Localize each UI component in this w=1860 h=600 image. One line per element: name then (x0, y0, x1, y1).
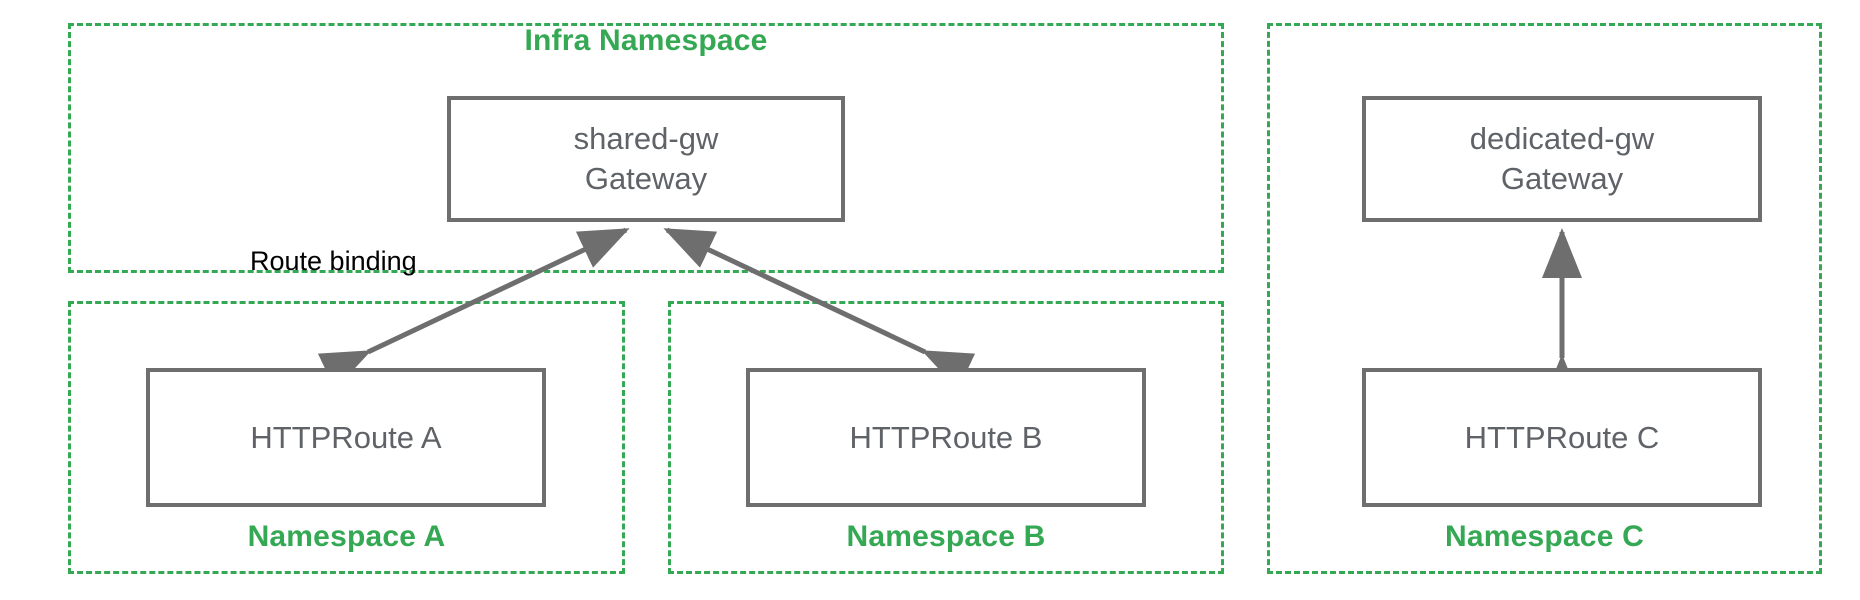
node-dedicated-gw-line1: dedicated-gw (1469, 121, 1655, 157)
namespace-container-infra (68, 23, 1224, 273)
node-shared-gw-line2: Gateway (584, 161, 708, 196)
namespace-label-infra: Infra Namespace (524, 24, 768, 57)
namespace-label-c: Namespace C (1445, 520, 1644, 553)
node-httproute-a[interactable]: HTTPRoute A (146, 368, 546, 507)
node-httproute-c[interactable]: HTTPRoute C (1362, 368, 1762, 507)
namespace-label-a: Namespace A (247, 520, 446, 553)
node-shared-gw[interactable]: shared-gw Gateway (447, 96, 845, 222)
node-dedicated-gw-line2: Gateway (1500, 161, 1624, 196)
namespace-label-b: Namespace B (846, 520, 1046, 553)
node-httproute-b[interactable]: HTTPRoute B (746, 368, 1146, 507)
node-httproute-a-label: HTTPRoute A (250, 419, 442, 455)
namespace-container-c (1267, 23, 1822, 574)
node-shared-gw-line1: shared-gw (573, 121, 719, 157)
annotation-route-binding: Route binding (250, 246, 417, 276)
node-httproute-b-label: HTTPRoute B (849, 419, 1043, 455)
node-httproute-c-label: HTTPRoute C (1464, 419, 1660, 455)
node-dedicated-gw[interactable]: dedicated-gw Gateway (1362, 96, 1762, 222)
